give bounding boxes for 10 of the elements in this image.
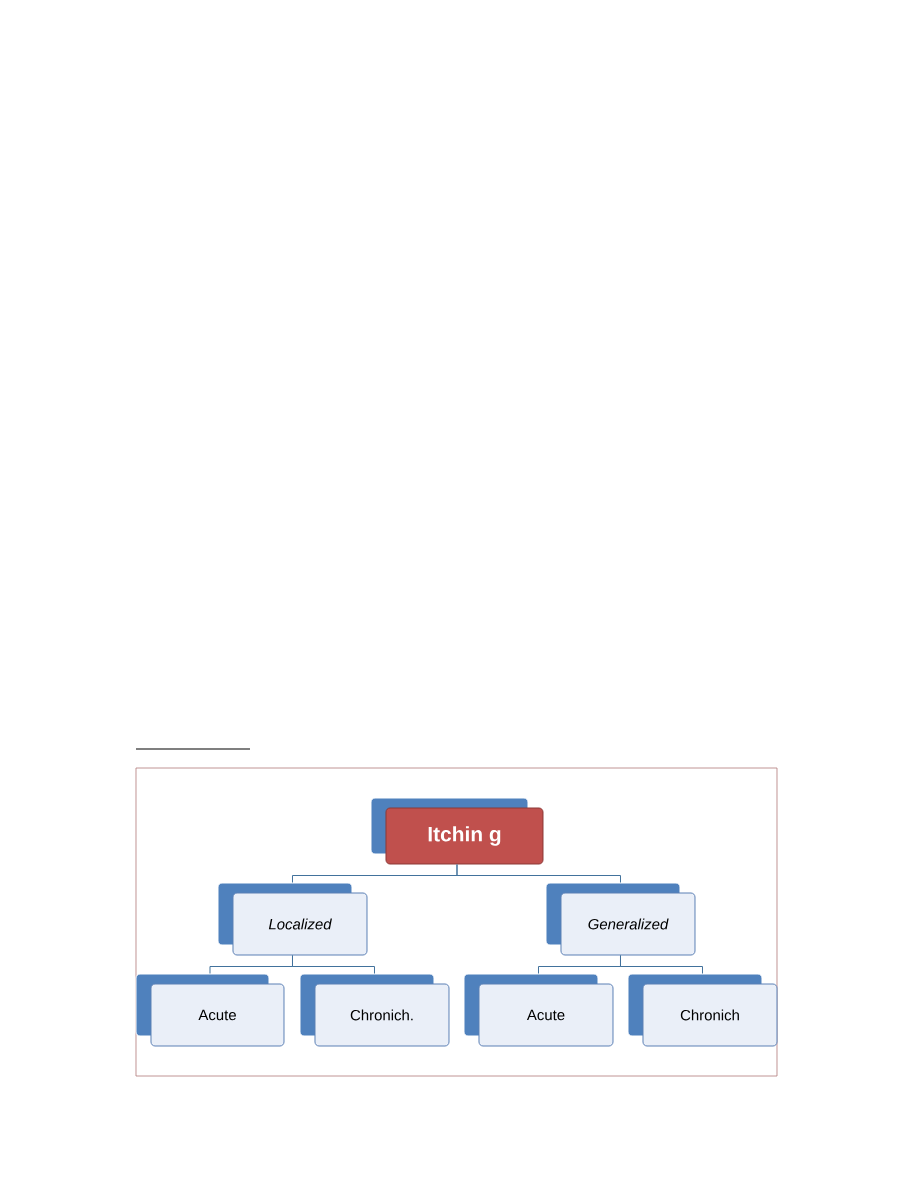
connector-line [292, 955, 375, 974]
subcategory-box: Acute [463, 973, 614, 1047]
subcategory-box: Chronich [627, 973, 778, 1047]
connector-line [620, 955, 703, 974]
connector-line [456, 864, 621, 883]
category-box: Generalized [545, 882, 696, 956]
subcategory-box: Acute [135, 973, 285, 1047]
subcategory-box: Chronich. [299, 973, 450, 1047]
root-box: Itchin g [370, 797, 544, 865]
category-box: Localized [217, 882, 368, 956]
